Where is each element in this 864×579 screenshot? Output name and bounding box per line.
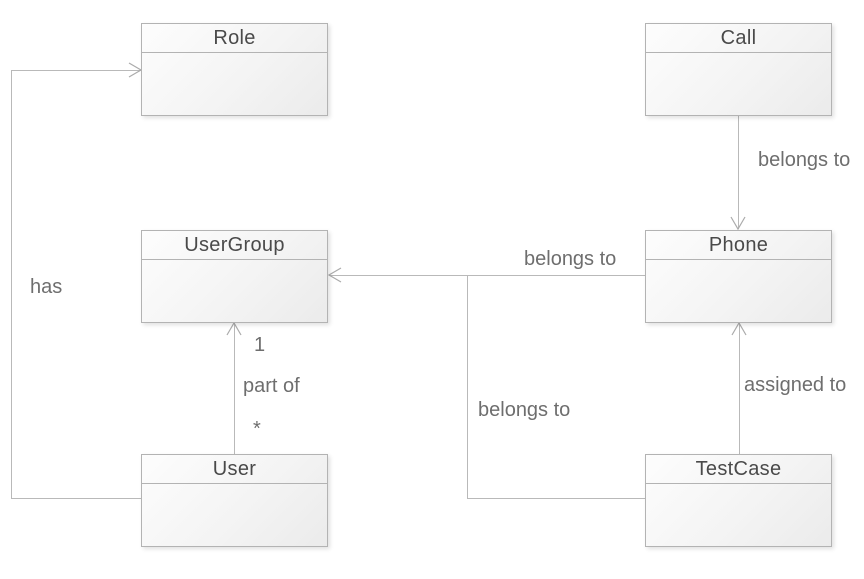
class-body	[142, 53, 327, 116]
class-title: User	[142, 455, 327, 484]
class-box-role[interactable]: Role	[141, 23, 328, 116]
class-title: TestCase	[646, 455, 831, 484]
class-box-phone[interactable]: Phone	[645, 230, 832, 323]
class-body	[646, 53, 831, 116]
edge-testcase-phone-line	[739, 323, 740, 454]
arrowhead-down-icon	[730, 216, 746, 231]
edge-label-testcase-usergroup: belongs to	[478, 399, 571, 421]
arrowhead-left-icon	[327, 267, 342, 283]
edge-label-call-phone: belongs to	[758, 149, 851, 171]
class-title: UserGroup	[142, 231, 327, 260]
class-box-testcase[interactable]: TestCase	[645, 454, 832, 547]
class-title: Phone	[646, 231, 831, 260]
class-box-usergroup[interactable]: UserGroup	[141, 230, 328, 323]
arrowhead-up-icon	[731, 321, 747, 336]
class-body	[142, 260, 327, 323]
class-box-call[interactable]: Call	[645, 23, 832, 116]
edge-user-role-line-vertical	[11, 70, 12, 499]
arrowhead-up-icon	[226, 321, 242, 336]
class-body	[142, 484, 327, 547]
class-box-user[interactable]: User	[141, 454, 328, 547]
class-title: Call	[646, 24, 831, 53]
class-body	[646, 260, 831, 323]
edge-multiplicity-source: *	[253, 418, 261, 440]
edge-multiplicity-target: 1	[254, 334, 266, 356]
edge-label-user-usergroup: part of	[243, 375, 300, 397]
edge-phone-usergroup-line	[329, 275, 645, 276]
edge-user-role-line-top	[11, 70, 141, 71]
edge-label-user-role: has	[30, 276, 63, 298]
edge-user-role-line-bottom	[11, 498, 141, 499]
edge-testcase-usergroup-line-horizontal	[467, 498, 645, 499]
class-title: Role	[142, 24, 327, 53]
edge-call-phone-line	[738, 116, 739, 229]
edge-testcase-usergroup-line-vertical	[467, 275, 468, 498]
arrowhead-right-icon	[128, 62, 143, 78]
class-body	[646, 484, 831, 547]
edge-label-phone-usergroup: belongs to	[524, 248, 617, 270]
edge-label-testcase-phone: assigned to	[744, 374, 847, 396]
edge-user-usergroup-line	[234, 323, 235, 454]
